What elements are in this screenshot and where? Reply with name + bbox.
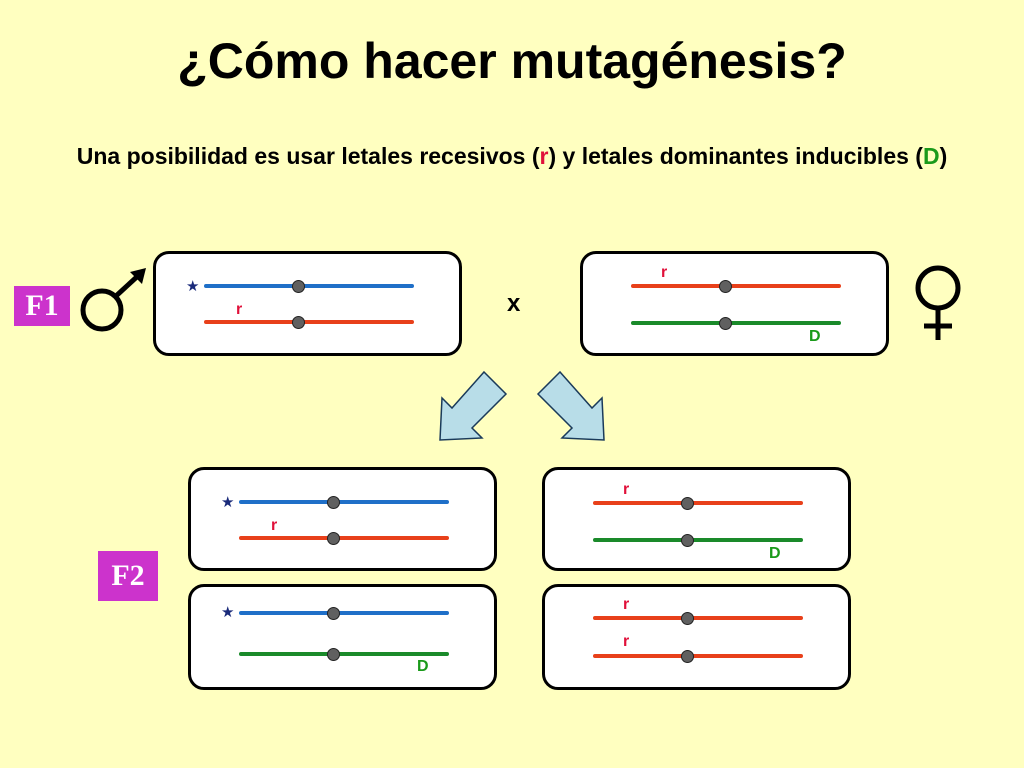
allele-label-d: D: [809, 328, 821, 345]
chromosome-red: [593, 654, 803, 658]
allele-label-r: r: [271, 517, 278, 534]
allele-label-r: r: [661, 264, 668, 281]
f2-chromosome-box-4: r r: [542, 584, 851, 690]
allele-label-r: r: [236, 301, 243, 318]
page-subtitle: Una posibilidad es usar letales recesivo…: [60, 140, 964, 172]
centromere: [327, 496, 340, 509]
marker-star-icon: ★: [221, 604, 235, 621]
chromosome-green: [631, 321, 841, 325]
centromere: [681, 497, 694, 510]
cross-symbol: x: [507, 290, 521, 317]
subtitle-text-2: ) y letales dominantes inducibles (: [548, 143, 923, 169]
centromere: [681, 612, 694, 625]
chromosome-red: [204, 320, 414, 324]
page-title: ¿Cómo hacer mutagénesis?: [177, 33, 847, 89]
centromere: [292, 280, 305, 293]
f1-female-chromosome-box: r D: [580, 251, 889, 356]
f2-chromosome-box-3: ★ D: [188, 584, 497, 690]
f2-label: F2: [98, 551, 158, 601]
centromere: [719, 280, 732, 293]
f1-male-chromosome-box: ★ r: [153, 251, 462, 356]
f2-chromosome-box-2: r D: [542, 467, 851, 571]
chromosome-blue: [239, 611, 449, 615]
subtitle-d: D: [922, 143, 940, 169]
centromere: [327, 607, 340, 620]
chromosome-green: [239, 652, 449, 656]
centromere: [327, 532, 340, 545]
chromosome-red: [593, 501, 803, 505]
f1-label: F1: [14, 286, 70, 326]
f2-chromosome-box-1: ★ r: [188, 467, 497, 571]
allele-label-r: r: [623, 633, 630, 650]
arrow-down-left-icon: [439, 370, 508, 441]
chromosome-red: [239, 536, 449, 540]
allele-label-r: r: [623, 596, 630, 613]
female-icon: [915, 265, 961, 340]
chromosome-green: [593, 538, 803, 542]
subtitle-text-3: ): [939, 143, 948, 169]
allele-label-d: D: [417, 658, 429, 675]
allele-label-r: r: [623, 481, 630, 498]
centromere: [292, 316, 305, 329]
chromosome-blue: [204, 284, 414, 288]
chromosome-red: [631, 284, 841, 288]
chromosome-blue: [239, 500, 449, 504]
subtitle-text-1: Una posibilidad es usar letales recesivo…: [76, 143, 540, 169]
centromere: [327, 648, 340, 661]
chromosome-red: [593, 616, 803, 620]
subtitle-r: r: [539, 143, 549, 169]
centromere: [719, 317, 732, 330]
marker-star-icon: ★: [221, 494, 235, 511]
centromere: [681, 650, 694, 663]
allele-label-d: D: [769, 545, 781, 562]
centromere: [681, 534, 694, 547]
marker-star-icon: ★: [186, 278, 200, 295]
arrow-down-right-icon: [536, 370, 605, 441]
male-icon: [80, 268, 146, 332]
